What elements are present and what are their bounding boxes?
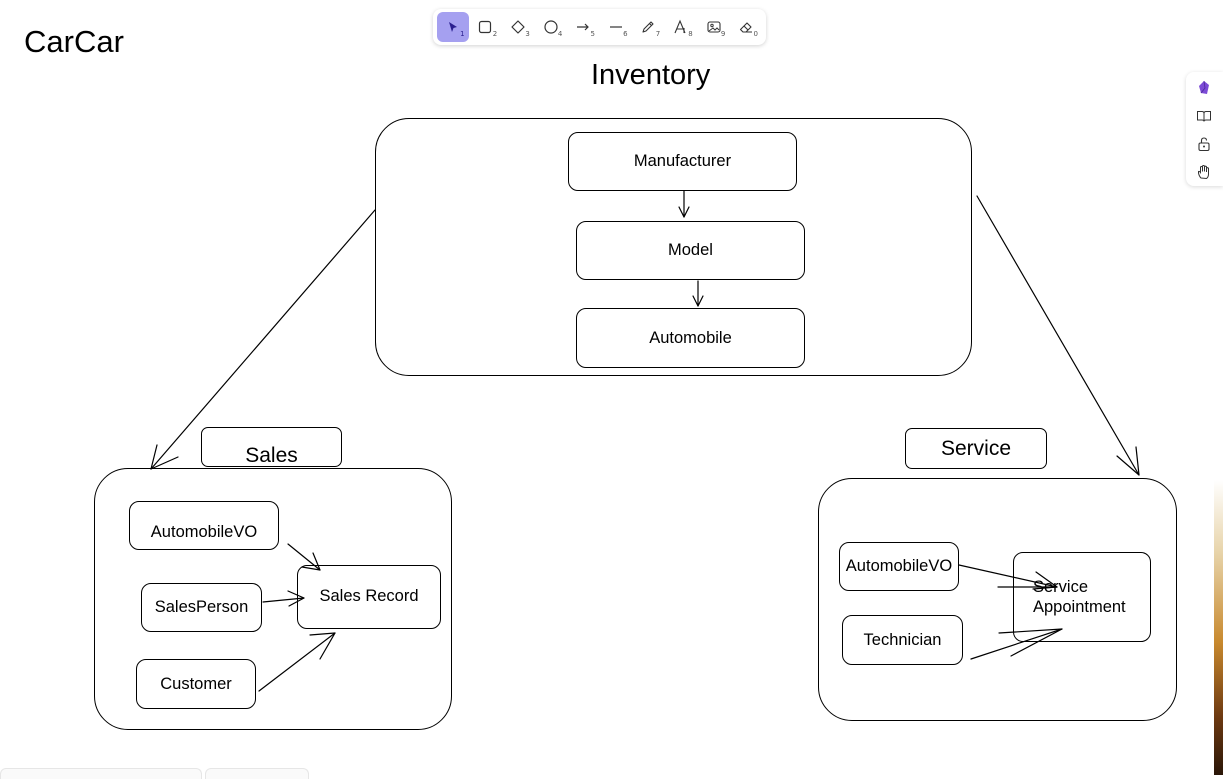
sales-title-box[interactable]: Sales [201, 427, 342, 467]
sales-automobilevo-node[interactable]: AutomobileVO [129, 501, 279, 550]
library-icon [1197, 111, 1211, 122]
pencil-icon [642, 21, 654, 33]
text-tool-button[interactable]: 8 [665, 12, 697, 42]
rectangle-icon [479, 20, 492, 34]
model-node[interactable]: Model [576, 221, 805, 280]
service-title-box[interactable]: Service [905, 428, 1047, 469]
sales-record-node[interactable]: Sales Record [297, 565, 441, 629]
unlock-button[interactable] [1194, 134, 1214, 154]
selection-tool-button[interactable]: 1 [437, 12, 469, 42]
service-container[interactable] [818, 478, 1177, 721]
line-tool-button[interactable]: 6 [600, 12, 632, 42]
text-icon [674, 19, 686, 34]
customer-node[interactable]: Customer [136, 659, 256, 709]
bottom-panel-tab[interactable] [0, 768, 202, 779]
eraser-tool-button[interactable]: 0 [730, 12, 762, 42]
tool-number: 9 [720, 30, 726, 38]
background-image-edge [1214, 480, 1223, 775]
gem-button[interactable] [1194, 78, 1214, 98]
technician-node[interactable]: Technician [842, 615, 963, 665]
tool-number: 0 [753, 30, 758, 38]
service-appointment-label-line2: Appointment [1033, 598, 1126, 616]
diamond-tool-button[interactable]: 3 [502, 12, 534, 42]
image-icon [706, 21, 721, 33]
ellipse-icon [543, 20, 558, 34]
model-label: Model [668, 241, 713, 259]
arrow-icon [577, 23, 590, 31]
library-button[interactable] [1194, 106, 1214, 126]
page-title: CarCar [24, 24, 124, 59]
unlock-icon [1198, 137, 1210, 152]
arrow-tool-button[interactable]: 5 [567, 12, 599, 42]
eraser-icon [740, 22, 753, 33]
sales-automobilevo-label: AutomobileVO [150, 523, 258, 541]
tool-number: 3 [525, 30, 530, 38]
tool-number: 8 [688, 30, 693, 38]
tool-number: 2 [492, 30, 498, 38]
automobile-label: Automobile [649, 328, 732, 347]
side-rail [1186, 72, 1223, 186]
pencil-tool-button[interactable]: 7 [633, 12, 665, 42]
manufacturer-label: Manufacturer [633, 152, 732, 170]
service-title: Service [940, 436, 1012, 460]
automobile-node[interactable]: Automobile [576, 308, 805, 368]
salesperson-node[interactable]: SalesPerson [141, 583, 262, 632]
hand-button[interactable] [1194, 162, 1214, 182]
service-appointment-node[interactable]: Service Appointment [1013, 552, 1151, 642]
sales-title: Sales [245, 444, 298, 467]
service-automobilevo-node[interactable]: AutomobileVO [839, 542, 959, 591]
cursor-icon [448, 22, 457, 32]
drawing-toolbar: 1 2 3 4 5 6 7 8 9 0 [433, 9, 766, 45]
line-icon [609, 26, 622, 28]
tool-number: 6 [623, 30, 628, 38]
service-appointment-label-line1: Service [1033, 578, 1089, 596]
tool-number: 1 [460, 30, 465, 38]
sales-record-label: Sales Record [319, 587, 419, 605]
diamond-icon [511, 20, 525, 34]
image-tool-button[interactable]: 9 [698, 12, 730, 42]
salesperson-label: SalesPerson [154, 598, 249, 616]
gem-icon [1199, 80, 1209, 94]
bottom-panel-tab[interactable] [205, 768, 309, 779]
hand-icon [1198, 165, 1209, 180]
service-automobilevo-label: AutomobileVO [845, 557, 953, 575]
technician-label: Technician [863, 630, 942, 649]
rectangle-tool-button[interactable]: 2 [470, 12, 502, 42]
ellipse-tool-button[interactable]: 4 [535, 12, 567, 42]
tool-number: 7 [655, 30, 661, 38]
tool-number: 5 [590, 30, 595, 38]
manufacturer-node[interactable]: Manufacturer [568, 132, 797, 191]
inventory-title: Inventory [591, 59, 711, 91]
customer-label: Customer [160, 674, 232, 693]
tool-number: 4 [557, 30, 563, 38]
